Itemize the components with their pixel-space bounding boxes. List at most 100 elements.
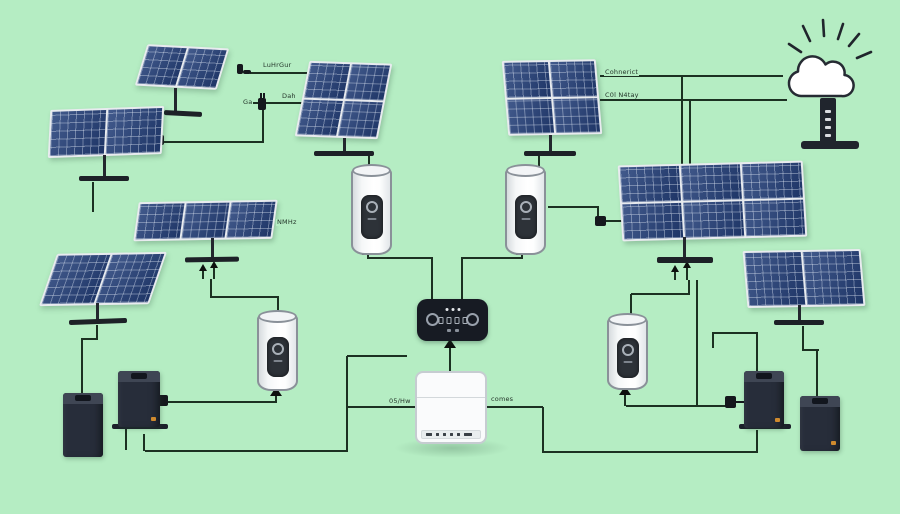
- wire: [626, 405, 727, 407]
- wire: [606, 220, 622, 222]
- solar-panel-8: [742, 249, 866, 308]
- relay-connector-icon: [237, 64, 243, 74]
- wire: [461, 257, 463, 299]
- panel-surface: [294, 60, 393, 140]
- tower-indicator: [825, 118, 831, 121]
- wire: [600, 99, 787, 101]
- panel-stand-pole: [96, 303, 99, 322]
- wire: [164, 141, 264, 143]
- panel-stand-pole: [211, 238, 214, 260]
- tank-label-mark: [367, 218, 376, 220]
- battery-handle: [131, 373, 147, 379]
- wire: [487, 406, 543, 408]
- wire: [81, 338, 98, 340]
- tower-indicator: [825, 126, 831, 129]
- battery-box-3: [744, 371, 784, 428]
- panel-module: [683, 201, 745, 238]
- panel-surface: [134, 44, 230, 90]
- tank-control-panel: [360, 195, 383, 239]
- panel-module: [503, 62, 551, 98]
- wire: [92, 182, 94, 212]
- flow-arrow-icon: [619, 386, 631, 395]
- wire: [712, 333, 714, 348]
- display-glyphs: [438, 317, 467, 324]
- plug-connector-icon: [158, 395, 168, 406]
- storage-tank-3: [257, 310, 298, 391]
- wire-label: comes: [490, 395, 515, 404]
- wire: [756, 333, 758, 371]
- wire: [262, 104, 264, 142]
- storage-tank-4: [607, 313, 648, 390]
- solar-panel-5: [294, 60, 393, 140]
- wire-label: Ga: [242, 98, 254, 107]
- tower-indicator: [825, 134, 831, 137]
- dial-icon: [365, 201, 378, 213]
- panel-module: [744, 199, 806, 237]
- tank-control-panel: [266, 337, 289, 377]
- panel-module: [135, 203, 185, 240]
- panel-module: [226, 201, 276, 238]
- panel-stand-pole: [798, 305, 801, 322]
- plug-prong: [260, 93, 262, 98]
- tank-control-panel: [616, 338, 639, 378]
- flow-arrow-icon: [270, 387, 282, 396]
- tank-top: [608, 313, 647, 326]
- panel-module: [619, 165, 681, 203]
- wire-label: LuHrGur: [262, 61, 293, 70]
- battery-box-1: [63, 393, 103, 457]
- panel-stand-pole: [174, 88, 177, 114]
- wire: [168, 401, 277, 403]
- wire-label: Cohnerict: [604, 68, 640, 77]
- tank-top: [258, 310, 297, 323]
- panel-stand-base: [79, 176, 129, 181]
- panel-stand-base: [68, 317, 128, 326]
- panel-module: [680, 164, 742, 201]
- wire: [367, 253, 369, 259]
- brand-label: [775, 418, 780, 422]
- battery-box-2: [118, 371, 160, 427]
- wire: [145, 450, 348, 452]
- tower-base: [801, 141, 859, 149]
- solar-panel-3: [133, 199, 278, 242]
- dial-icon: [519, 201, 532, 213]
- panel-stand-pole: [343, 138, 346, 154]
- tower-pole: [820, 98, 836, 144]
- panel-surface: [39, 251, 167, 307]
- flow-arrow-icon: [199, 264, 207, 271]
- wire: [597, 207, 599, 218]
- brand-label: [831, 441, 836, 445]
- panel-stand-pole: [103, 155, 106, 179]
- arrow-stem: [674, 272, 676, 280]
- wire: [712, 332, 758, 334]
- panel-module: [622, 202, 684, 240]
- knob-icon: [466, 313, 479, 326]
- wire: [210, 279, 212, 297]
- panel-module: [297, 99, 343, 136]
- battery-handle: [756, 373, 772, 379]
- wire: [630, 294, 632, 316]
- wire: [600, 75, 783, 77]
- dial-icon: [621, 344, 634, 356]
- control-unit: [417, 299, 488, 341]
- solar-panel-6: [501, 59, 603, 136]
- solar-panel-7: [617, 160, 808, 242]
- wire: [681, 76, 683, 164]
- panel-module: [105, 108, 163, 155]
- panel-stand-pole: [683, 237, 686, 259]
- cloud-icon: [787, 18, 873, 98]
- panel-module: [181, 202, 230, 239]
- wire: [521, 253, 523, 259]
- panel-module: [344, 64, 390, 101]
- wire: [96, 325, 98, 340]
- wire: [347, 406, 415, 408]
- brand-label: [151, 417, 156, 421]
- panel-stand-base: [524, 151, 576, 156]
- wire: [250, 72, 307, 74]
- plug-connector-icon: [725, 396, 736, 408]
- panel-surface: [501, 59, 603, 136]
- flow-arrow-icon: [210, 261, 218, 268]
- wire: [816, 350, 818, 396]
- battery-top: [744, 371, 784, 382]
- panel-module: [49, 109, 107, 156]
